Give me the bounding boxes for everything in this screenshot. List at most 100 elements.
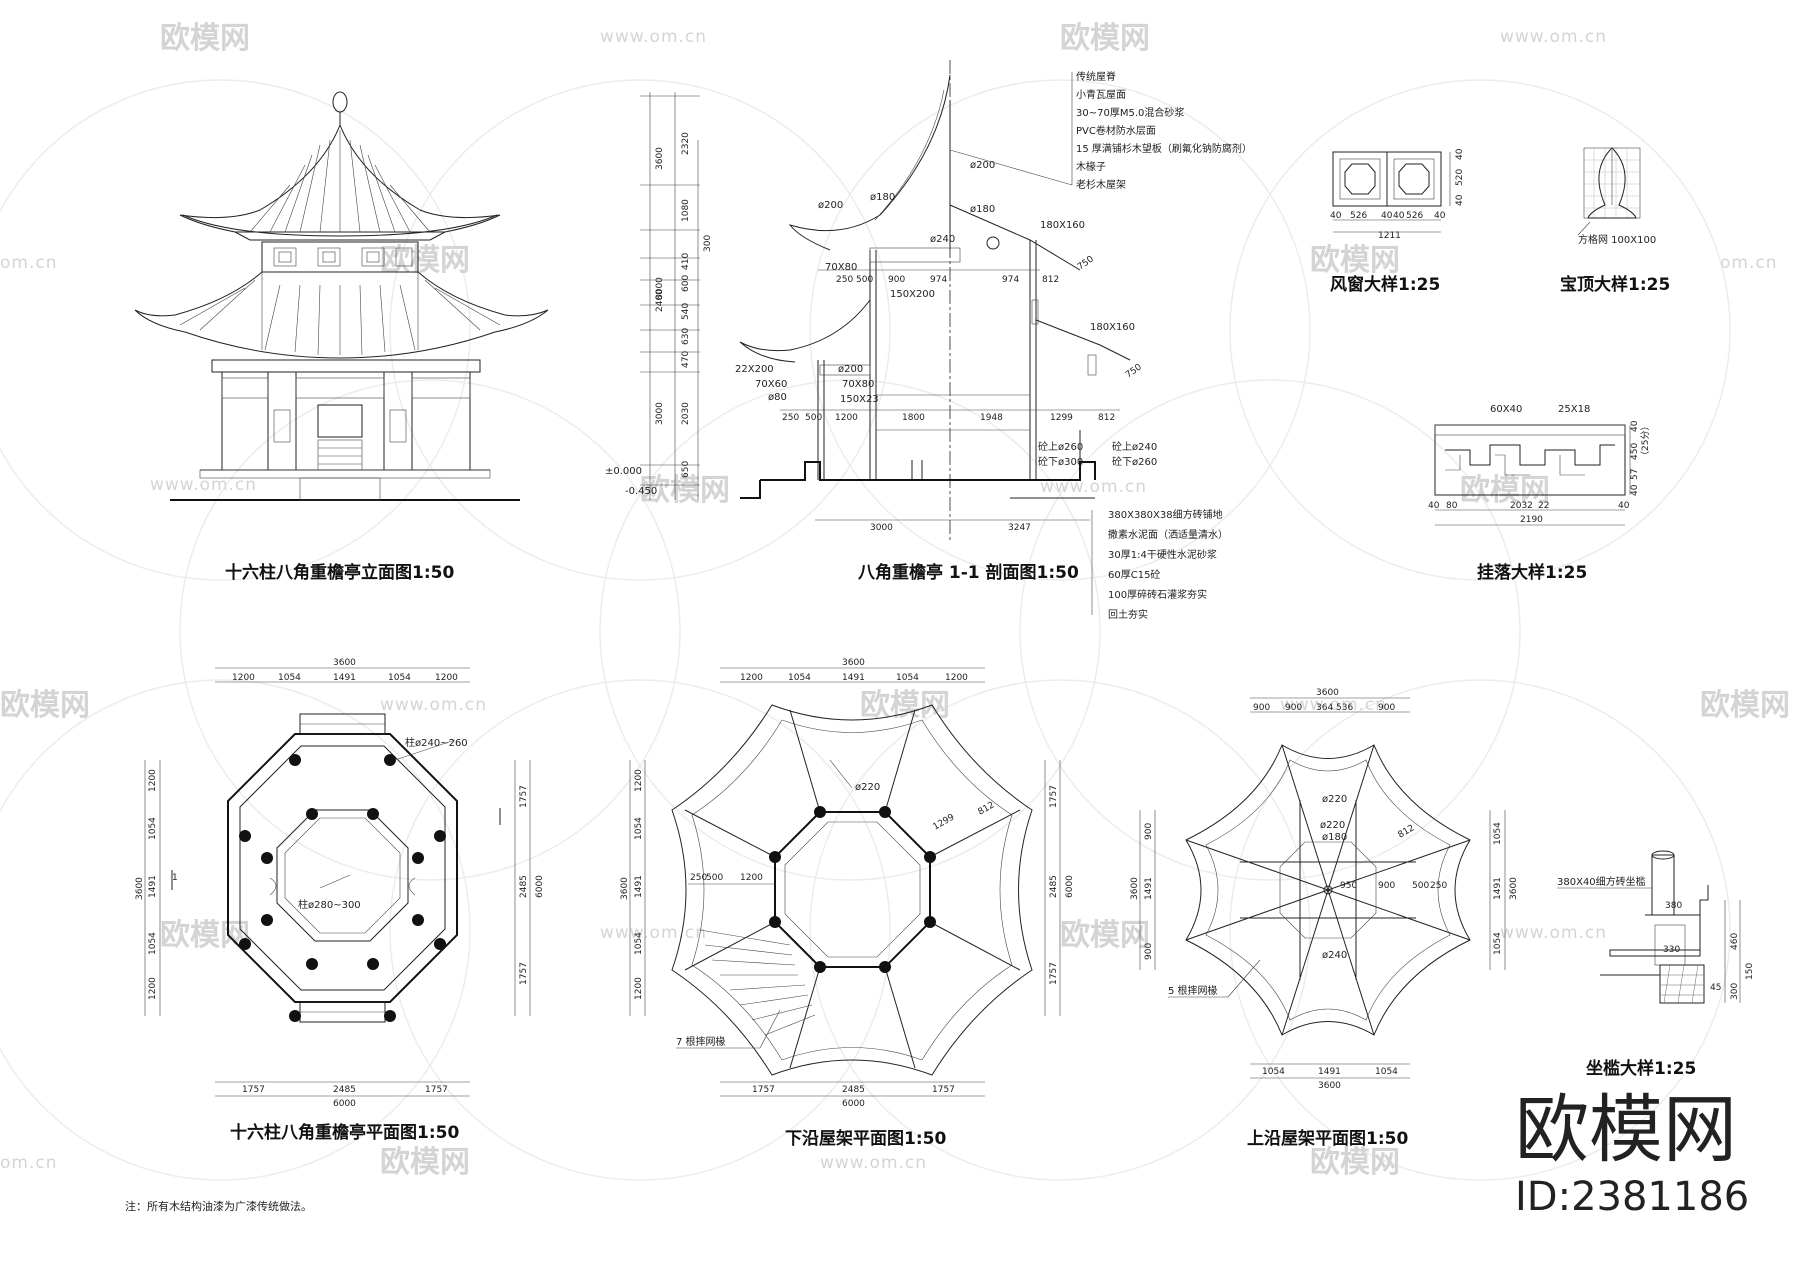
elevation-drawing [134,91,549,501]
svg-text:ø80: ø80 [768,392,787,403]
svg-text:ø240: ø240 [930,234,955,245]
svg-text:812: 812 [1042,275,1059,285]
svg-text:柱ø280~300: 柱ø280~300 [298,898,361,911]
svg-text:3600: 3600 [1316,688,1339,698]
svg-text:40: 40 [1381,211,1393,221]
svg-text:1200: 1200 [435,673,458,683]
svg-text:1200: 1200 [148,769,158,792]
svg-text:6000: 6000 [842,1099,865,1109]
watermarks: 欧模网 www.om.cn 欧模网 www.om.cn om.cn 欧模网 欧模… [0,21,1790,1180]
watermark-brand: 欧模网 [380,243,470,278]
svg-text:40: 40 [1455,194,1465,206]
svg-text:60X40: 60X40 [1490,404,1522,415]
svg-text:900: 900 [1378,881,1395,891]
svg-text:1054: 1054 [634,817,644,840]
svg-text:364: 364 [1316,703,1333,713]
floor-note: 100厚碎砖石灌浆夯实 [1108,588,1207,601]
svg-text:（25分）: （25分） [1640,422,1651,460]
svg-text:2485: 2485 [1049,875,1059,898]
caption-elevation: 十六柱八角重檐亭立面图1:50 [225,562,454,583]
window-detail-drawing: 40 526 40 40 526 40 1211 40 520 40 [1330,148,1465,241]
caption-section: 八角重檐亭 1-1 剖面图1:50 [858,562,1079,583]
svg-text:1054: 1054 [1262,1067,1285,1077]
svg-text:2485: 2485 [519,875,529,898]
svg-text:6000: 6000 [535,875,545,898]
svg-text:1491: 1491 [634,875,644,898]
svg-text:3600: 3600 [1509,877,1519,900]
svg-text:330: 330 [1663,945,1680,955]
svg-text:57: 57 [1630,469,1640,480]
svg-text:812: 812 [1397,823,1417,840]
svg-text:1757: 1757 [1049,785,1059,808]
svg-text:40: 40 [1393,211,1405,221]
svg-text:3600: 3600 [1130,877,1140,900]
roof-note: 小青瓦屋面 [1076,88,1126,101]
svg-text:470: 470 [681,351,691,368]
svg-text:410: 410 [681,253,691,270]
svg-text:1491: 1491 [842,673,865,683]
svg-text:25X18: 25X18 [1558,404,1590,415]
svg-text:380X40细方砖坐槛: 380X40细方砖坐槛 [1557,875,1646,888]
watermark-brand: 欧模网 [1060,21,1150,56]
svg-text:1054: 1054 [278,673,301,683]
svg-text:536: 536 [1336,703,1353,713]
svg-text:750: 750 [1124,362,1144,380]
svg-text:1211: 1211 [1378,231,1401,241]
svg-text:1491: 1491 [333,673,356,683]
watermark-url: www.om.cn [600,923,707,943]
svg-text:526: 526 [1406,211,1423,221]
svg-text:1: 1 [172,873,178,883]
svg-text:500: 500 [805,413,822,423]
floor-note: 回土夯实 [1108,608,1148,621]
svg-text:1491: 1491 [1493,877,1503,900]
floor-note: 60厚C15砼 [1108,568,1160,581]
svg-text:1054: 1054 [1493,932,1503,955]
roof-note: 老杉木屋架 [1076,178,1126,191]
svg-text:40: 40 [1455,148,1465,160]
svg-text:500: 500 [706,873,723,883]
svg-text:2030: 2030 [681,402,691,425]
svg-text:砼下ø260: 砼下ø260 [1112,455,1157,468]
svg-text:40: 40 [1630,484,1640,496]
svg-text:1491: 1491 [1318,1067,1341,1077]
svg-text:150X200: 150X200 [890,289,935,300]
svg-text:2485: 2485 [842,1085,865,1095]
svg-text:900: 900 [1253,703,1270,713]
watermark-url: www.om.cn [150,475,257,495]
hanging-detail-drawing: 60X40 25X18 2032 22 2190 40 40 80 40 450… [1428,404,1651,526]
caption-upper-roof-plan: 上沿屋架平面图1:50 [1247,1128,1408,1149]
svg-text:70X80: 70X80 [842,379,874,390]
footnote: 注：所有木结构油漆为广漆传统做法。 [125,1199,312,1213]
svg-text:40: 40 [1330,211,1342,221]
svg-text:ø200: ø200 [818,200,843,211]
upper-roof-plan-drawing: 3600 900 900 364 536 900 3600 900 1491 9… [1130,688,1519,1091]
svg-text:柱ø240~260: 柱ø240~260 [405,736,468,749]
svg-text:150X23: 150X23 [840,394,879,405]
svg-text:1757: 1757 [519,962,529,985]
svg-text:1054: 1054 [148,932,158,955]
svg-text:1491: 1491 [148,875,158,898]
svg-text:ø220: ø220 [1322,794,1347,805]
svg-text:ø180: ø180 [870,192,895,203]
svg-text:900: 900 [1144,943,1154,960]
floor-note: 380X380X38细方砖铺地 [1108,508,1223,521]
svg-text:1200: 1200 [232,673,255,683]
roof-note: 木椽子 [1076,160,1106,173]
svg-text:1757: 1757 [425,1085,448,1095]
finial-detail-drawing: 方格网 100X100 [1577,147,1656,246]
svg-text:1200: 1200 [945,673,968,683]
svg-text:40: 40 [1434,211,1446,221]
svg-text:1757: 1757 [932,1085,955,1095]
svg-text:ø180: ø180 [970,204,995,215]
watermark-brand: 欧模网 [1460,473,1550,508]
svg-text:1948: 1948 [980,413,1003,423]
watermark-brand: 欧模网 [640,473,730,508]
svg-text:6000: 6000 [333,1099,356,1109]
svg-text:950: 950 [1340,881,1357,891]
svg-text:3600: 3600 [1318,1081,1341,1091]
svg-text:2400: 2400 [655,289,665,312]
roof-note: 传统屋脊 [1076,70,1116,83]
svg-text:1299: 1299 [932,812,957,832]
svg-text:方格网 100X100: 方格网 100X100 [1578,233,1656,246]
roof-note: PVC卷材防水层面 [1076,124,1156,137]
